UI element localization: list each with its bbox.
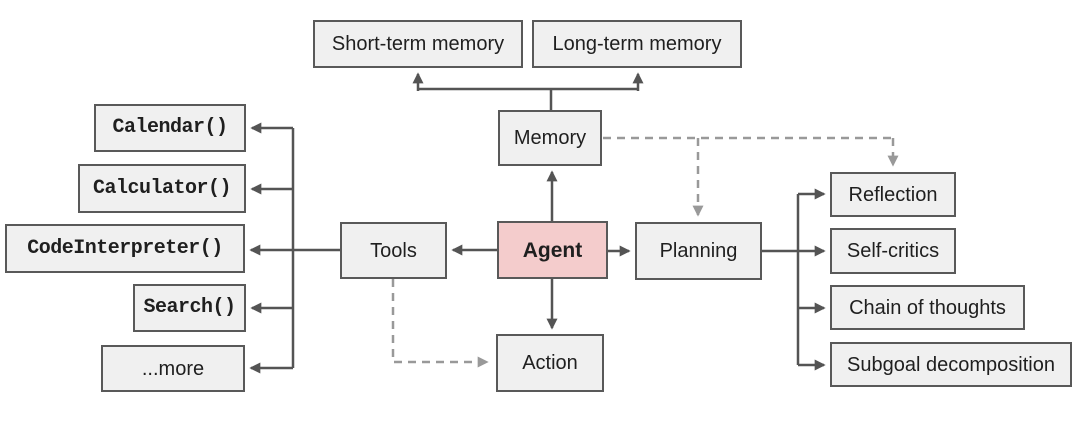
node-planning-self-critics: Self-critics — [830, 228, 956, 274]
edge-tools-trunk — [291, 128, 340, 368]
edge-memory-split — [418, 87, 638, 110]
node-tool-calendar: Calendar() — [94, 104, 246, 152]
node-action: Action — [496, 334, 604, 392]
node-short-term-memory: Short-term memory — [313, 20, 523, 68]
node-planning-reflection: Reflection — [830, 172, 956, 217]
node-tool-codeinterpreter: CodeInterpreter() — [5, 224, 245, 273]
edge-dashed-tools-action — [391, 279, 489, 368]
node-planning-chain-of-thoughts: Chain of thoughts — [830, 285, 1025, 330]
node-planning: Planning — [635, 222, 762, 280]
node-long-term-memory: Long-term memory — [532, 20, 742, 68]
node-tools: Tools — [340, 222, 447, 279]
node-tool-more: ...more — [101, 345, 245, 392]
edge-planning-trunk — [762, 194, 800, 365]
node-agent: Agent — [497, 221, 608, 279]
node-memory: Memory — [498, 110, 602, 166]
node-tool-search: Search() — [133, 284, 246, 332]
node-planning-subgoal-decomposition: Subgoal decomposition — [830, 342, 1072, 387]
node-tool-calculator: Calculator() — [78, 164, 246, 213]
